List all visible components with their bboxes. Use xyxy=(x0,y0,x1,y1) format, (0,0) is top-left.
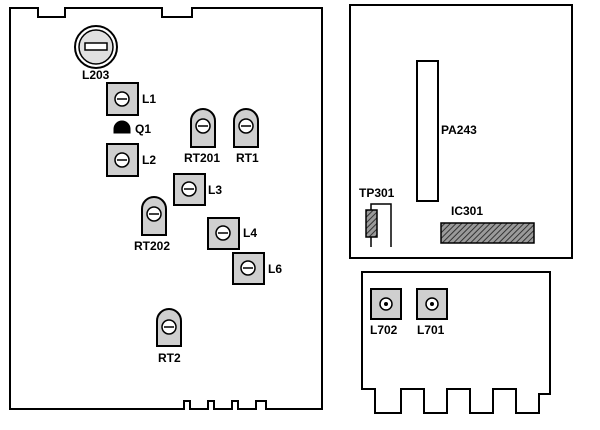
upper-right-board: PA243 TP301 IC301 xyxy=(349,4,573,259)
coil-can-slot xyxy=(84,42,108,51)
component-rt2: RT2 xyxy=(156,308,182,365)
label-tp301: TP301 xyxy=(359,186,395,200)
label-l701: L701 xyxy=(417,323,445,337)
component-rt201: RT201 xyxy=(184,108,220,165)
component-rt1: RT1 xyxy=(233,108,259,165)
lower-right-board-outline xyxy=(361,271,551,414)
main-board: L203 L1 Q1 L2 RT201 xyxy=(9,7,323,410)
upper-right-board-outline xyxy=(349,4,573,259)
test-point-icon xyxy=(365,209,378,238)
label-l6: L6 xyxy=(268,262,282,276)
ic-chip-icon xyxy=(440,222,535,244)
component-l1: L1 xyxy=(106,82,156,116)
component-rt202: RT202 xyxy=(134,196,170,253)
component-l203: L203 xyxy=(74,25,118,82)
coil-can-outer xyxy=(74,25,118,69)
screw-center xyxy=(384,302,388,306)
component-l6: L6 xyxy=(232,252,282,285)
component-tp301: TP301 xyxy=(359,186,395,247)
transistor-icon xyxy=(113,120,131,134)
label-l1: L1 xyxy=(142,92,156,106)
component-pa243: PA243 xyxy=(416,60,477,202)
component-l2: L2 xyxy=(106,143,156,177)
component-q1: Q1 xyxy=(113,120,151,136)
label-l3: L3 xyxy=(208,183,222,197)
component-l702: L702 xyxy=(370,288,402,337)
test-point-lead xyxy=(370,203,392,247)
label-rt201: RT201 xyxy=(184,151,220,165)
label-l702: L702 xyxy=(370,323,398,337)
label-l4: L4 xyxy=(243,226,257,240)
label-rt1: RT1 xyxy=(236,151,259,165)
label-l2: L2 xyxy=(142,153,156,167)
main-board-outline xyxy=(9,7,323,410)
label-q1: Q1 xyxy=(135,122,151,136)
component-l4: L4 xyxy=(207,217,257,250)
component-ic301: IC301 xyxy=(440,204,535,244)
label-pa243: PA243 xyxy=(441,123,477,137)
label-l203: L203 xyxy=(82,68,110,82)
label-rt2: RT2 xyxy=(158,351,181,365)
component-l701: L701 xyxy=(416,288,448,337)
connector-body xyxy=(416,60,439,202)
label-rt202: RT202 xyxy=(134,239,170,253)
lower-right-board: L702 L701 xyxy=(361,271,551,414)
screw-center xyxy=(430,302,434,306)
component-l3: L3 xyxy=(173,173,222,206)
label-ic301: IC301 xyxy=(451,204,483,218)
